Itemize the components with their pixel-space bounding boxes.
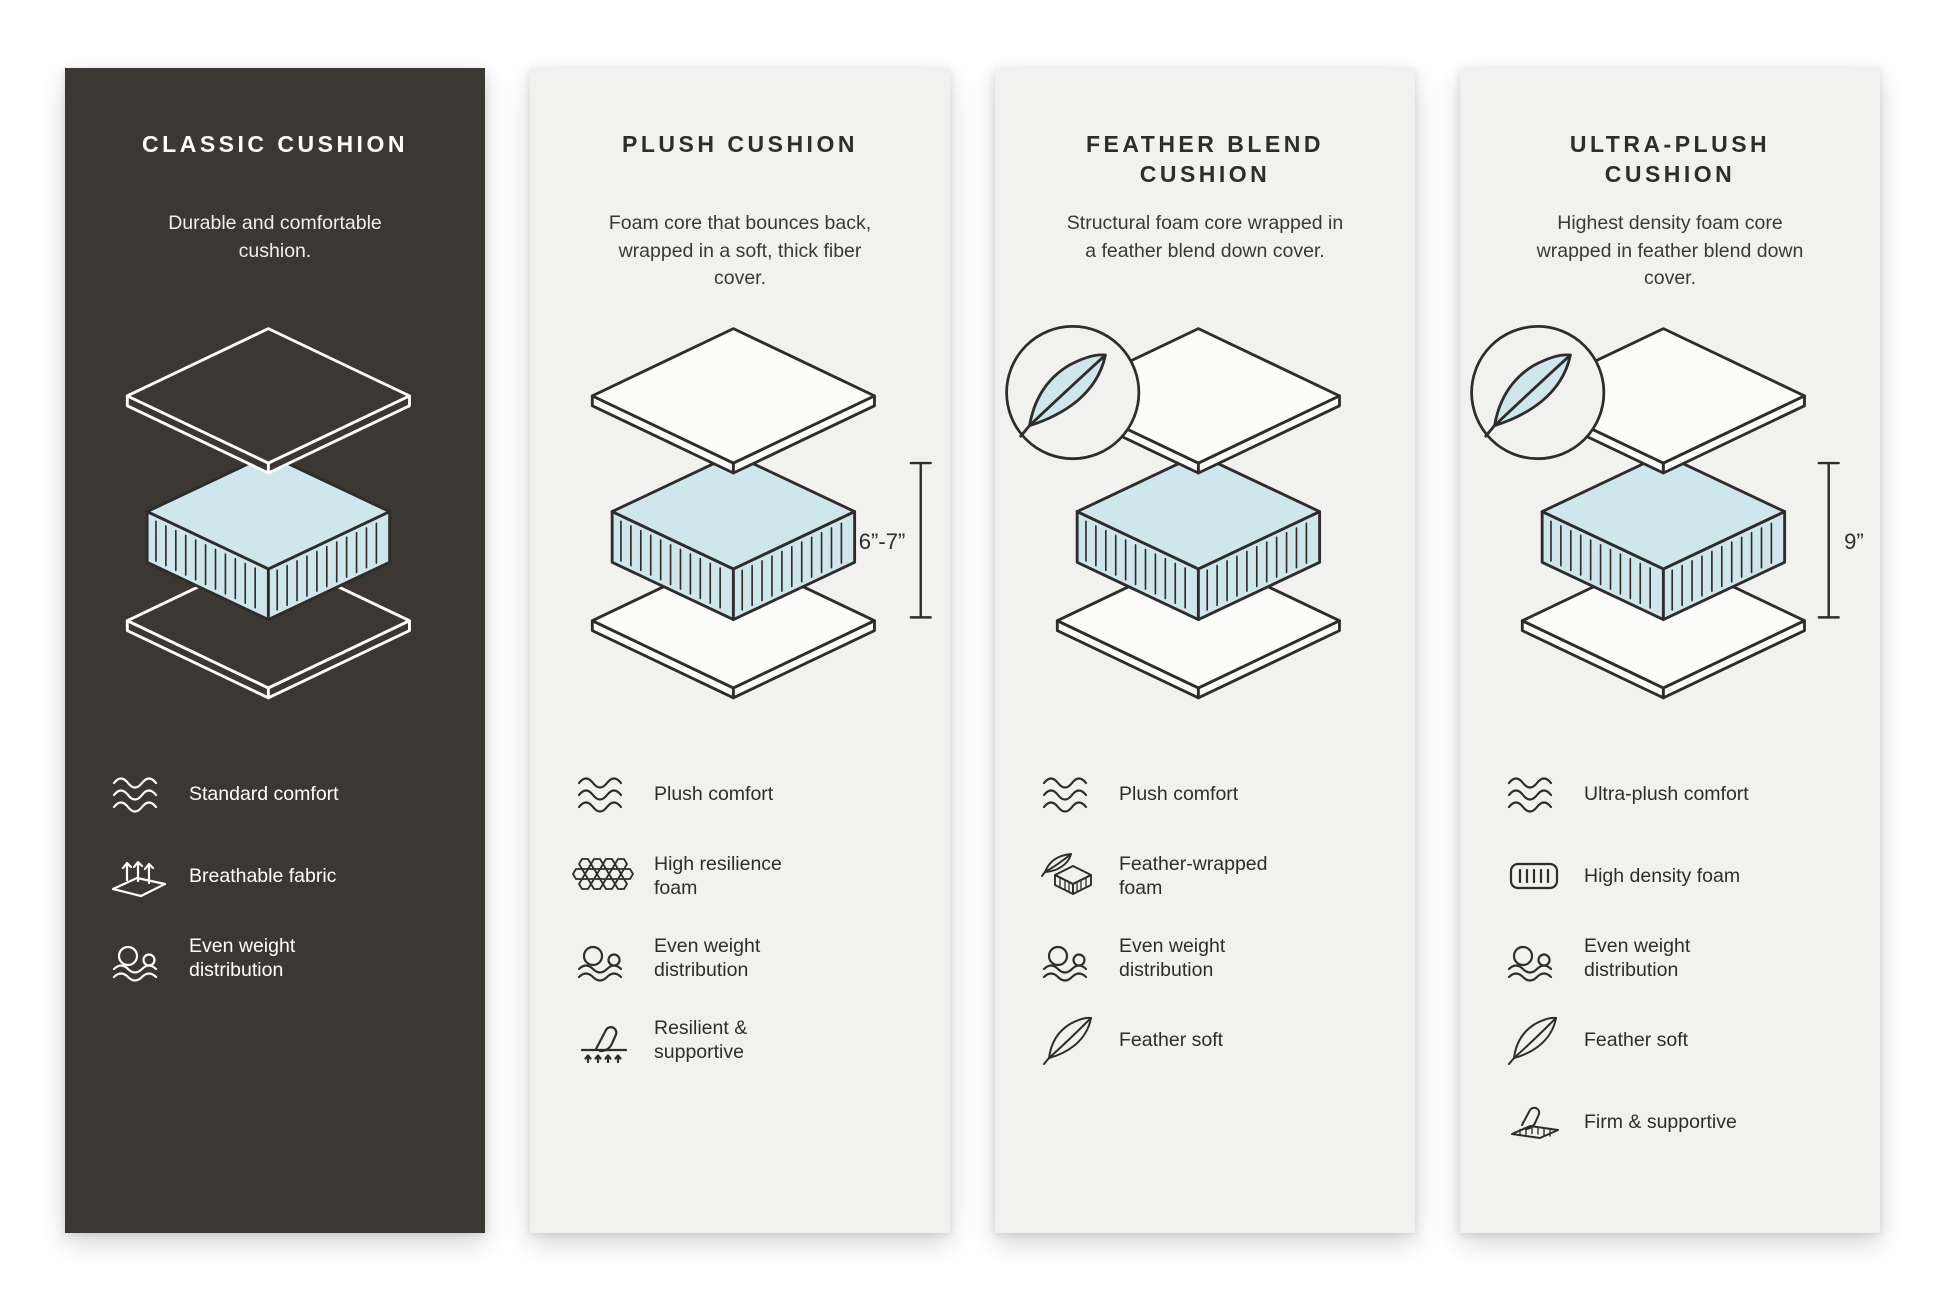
panel-description: Foam core that bounces back, wrapped in … — [608, 212, 872, 290]
cushion-comparison-panels: CLASSIC CUSHION Durable and comfortable … — [65, 68, 1880, 1233]
height-dimension-label: 9” — [1844, 529, 1864, 554]
waves-icon — [107, 768, 171, 820]
feature-row: High density foam — [1502, 850, 1838, 902]
feature-label: Feather-wrapped foam — [1119, 852, 1268, 899]
cushion-layers-illustration — [1005, 325, 1341, 700]
feature-row: Firm & supportive — [1502, 1096, 1838, 1148]
feature-label: Plush comfort — [1119, 782, 1239, 805]
feature-label: High density foam — [1584, 864, 1741, 887]
feature-label: Even weight distribution — [189, 934, 296, 981]
panel-title: PLUSH CUSHION — [622, 131, 858, 157]
feather-icon — [1037, 1014, 1101, 1066]
height-dimension-label: 6”-7” — [859, 529, 906, 554]
honeycomb-icon — [572, 850, 636, 902]
feature-label: Breathable fabric — [189, 864, 337, 887]
height-dimension: 9” — [1817, 461, 1864, 619]
panel-description: Highest density foam core wrapped in fea… — [1536, 212, 1804, 290]
cushion-layers-diagram: 9” — [1470, 320, 1864, 712]
feature-label: Standard comfort — [189, 782, 339, 805]
feature-label: Firm & supportive — [1584, 1110, 1737, 1133]
panel-description: Structural foam core wrapped in a feathe… — [1066, 212, 1344, 262]
breathable-icon — [107, 850, 171, 902]
feature-label: High resilience foam — [654, 852, 782, 899]
feature-label: Feather soft — [1584, 1028, 1689, 1051]
cushion-layers-diagram — [1005, 320, 1373, 712]
feature-row: Standard comfort — [107, 768, 443, 820]
even-weight-icon — [572, 932, 636, 984]
feature-list: Standard comfort Breathable fabric Even … — [107, 768, 443, 984]
feature-list: Ultra-plush comfort High density foam Ev… — [1502, 768, 1838, 1148]
feature-row: Even weight distribution — [572, 932, 908, 984]
feature-row: High resilience foam — [572, 850, 908, 902]
feature-label: Plush comfort — [654, 782, 774, 805]
feature-row: Even weight distribution — [1502, 932, 1838, 984]
feature-list: Plush comfort Feather-wrapped foam Even … — [1037, 768, 1373, 1066]
feature-row: Feather soft — [1502, 1014, 1838, 1066]
even-weight-icon — [1037, 932, 1101, 984]
feature-list: Plush comfort High resilience foam Even … — [572, 768, 908, 1066]
waves-icon — [1037, 768, 1101, 820]
feature-row: Breathable fabric — [107, 850, 443, 902]
feather-foam-icon — [1037, 850, 1101, 902]
even-weight-icon — [107, 932, 171, 984]
cushion-layers-illustration — [125, 327, 411, 700]
height-dimension: 6”-7” — [859, 461, 932, 619]
press-icon — [572, 1014, 636, 1066]
feather-icon — [1502, 1014, 1566, 1066]
panel-title: FEATHER BLEND CUSHION — [1085, 131, 1324, 187]
feature-row: Even weight distribution — [107, 932, 443, 984]
feature-row: Even weight distribution — [1037, 932, 1373, 984]
waves-icon — [572, 768, 636, 820]
density-icon — [1502, 850, 1566, 902]
feature-row: Plush comfort — [1037, 768, 1373, 820]
cushion-layers-diagram: 6”-7” — [572, 320, 932, 712]
feather-badge-icon — [1484, 353, 1572, 438]
cushion-layers-illustration: 9” — [1470, 325, 1864, 700]
feature-label: Ultra-plush comfort — [1584, 782, 1749, 805]
panel-classic-cushion: CLASSIC CUSHION Durable and comfortable … — [65, 68, 485, 1233]
feature-label: Even weight distribution — [1119, 934, 1226, 981]
panel-description: Durable and comfortable cushion. — [168, 212, 382, 262]
feature-row: Feather soft — [1037, 1014, 1373, 1066]
feature-label: Even weight distribution — [1584, 934, 1691, 981]
feature-row: Feather-wrapped foam — [1037, 850, 1373, 902]
feature-label: Resilient & supportive — [654, 1016, 748, 1063]
even-weight-icon — [1502, 932, 1566, 984]
waves-icon — [1502, 768, 1566, 820]
cushion-layers-illustration: 6”-7” — [590, 327, 932, 700]
panel-feather-blend-cushion: FEATHER BLEND CUSHION Structural foam co… — [995, 68, 1415, 1233]
feature-row: Ultra-plush comfort — [1502, 768, 1838, 820]
firm-icon — [1502, 1096, 1566, 1148]
feature-row: Plush comfort — [572, 768, 908, 820]
feature-label: Feather soft — [1119, 1028, 1224, 1051]
panel-title: CLASSIC CUSHION — [142, 131, 408, 157]
panel-plush-cushion: PLUSH CUSHION Foam core that bounces bac… — [530, 68, 950, 1233]
panel-title: ULTRA-PLUSH CUSHION — [1569, 131, 1771, 187]
feature-row: Resilient & supportive — [572, 1014, 908, 1066]
feature-label: Even weight distribution — [654, 934, 761, 981]
feather-badge-icon — [1019, 353, 1107, 438]
cushion-layers-diagram — [107, 320, 443, 712]
panel-ultra-plush-cushion: ULTRA-PLUSH CUSHION Highest density foam… — [1460, 68, 1880, 1233]
